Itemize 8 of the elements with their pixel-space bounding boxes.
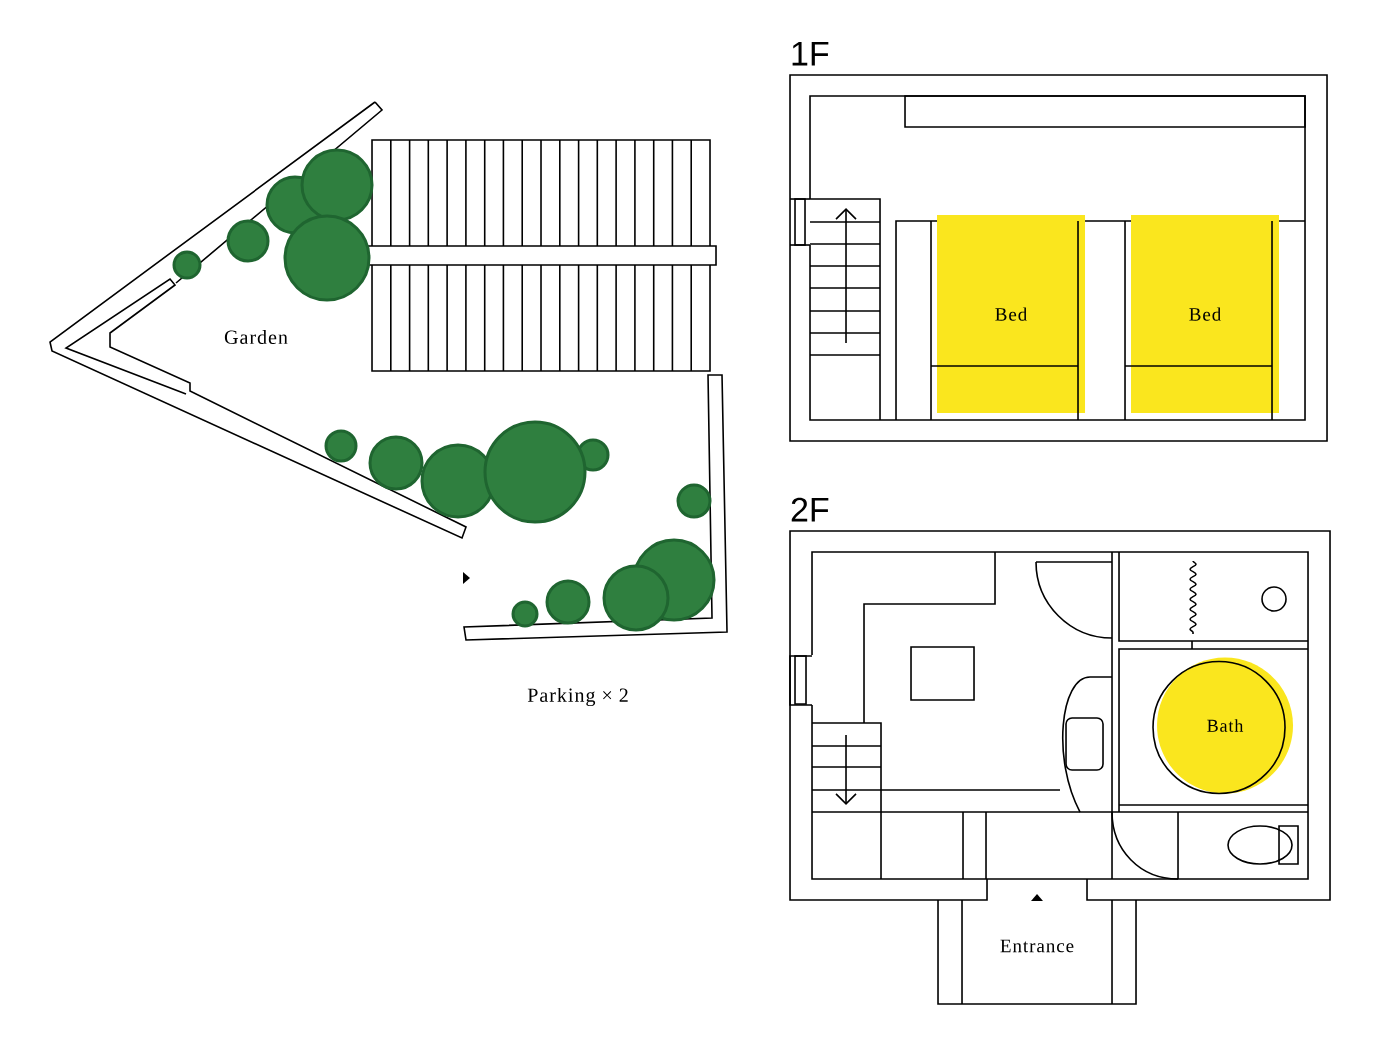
node-label: 1F [792, 42, 829, 66]
node-label: Entrance [1000, 939, 1074, 953]
entrance-area: Entrance [937, 894, 1137, 1005]
room-label: Garden [224, 329, 288, 345]
room-label: Parking × 2 [527, 687, 628, 707]
bed: Bed [930, 215, 1085, 421]
bed: Bed [1124, 215, 1279, 421]
bathtub: Bath [1152, 657, 1293, 795]
